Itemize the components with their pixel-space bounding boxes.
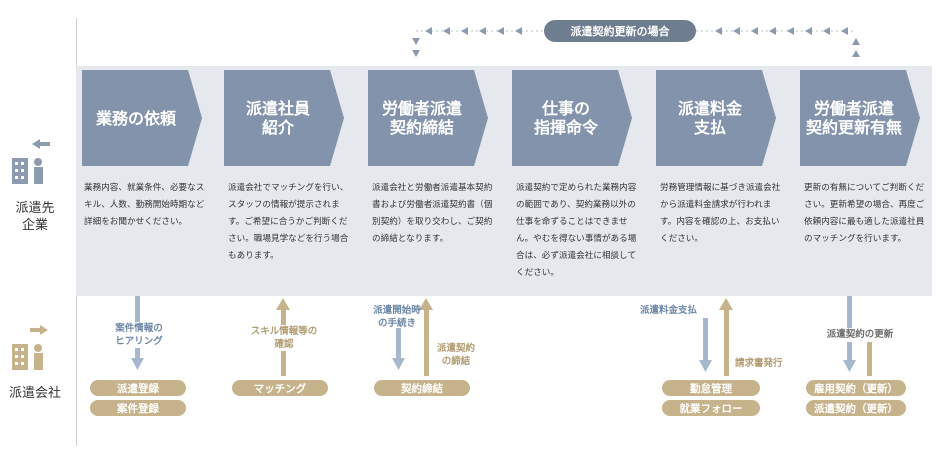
agency-side-label: 派遣会社 <box>8 386 61 401</box>
step-3-title: 労働者派遣 契約締結 <box>381 99 462 137</box>
step-1-title: 業務の依頼 <box>95 108 176 128</box>
skill-check-label: スキル情報等の 確認 <box>236 325 332 351</box>
pill-attendance: 勤怠管理 <box>662 380 760 396</box>
step-3-description: 派遣会社と労働者派遣基本契約書および労働者派遣契約書（個別契約）を取り交わし、ご… <box>372 183 493 244</box>
step-4-description: 派遣契約で定められた業務内容の範囲であり、契約業務以外の仕事を命ずることはできま… <box>516 183 637 278</box>
renewal-arrowheads <box>412 27 860 57</box>
pill-contract-signing: 契約締結 <box>374 380 470 396</box>
pill-employment-follow: 就業フォロー <box>662 400 760 416</box>
step-4-title: 仕事の 指揮命令 <box>533 99 598 137</box>
step-6-arrow: 労働者派遣 契約更新有無 <box>800 70 920 166</box>
step-6-title: 労働者派遣 契約更新有無 <box>805 99 902 137</box>
start-procedure-label: 派遣開始時 の手続き <box>373 305 421 329</box>
pill-dispatch-contract-renewal: 派遣契約（更新） <box>806 400 906 416</box>
client-band <box>76 66 932 296</box>
step-5-description: 労務管理情報に基づき派遣会社から派遣料金請求が行われます。内容を確認の上、お支払… <box>660 183 781 244</box>
step-6-description: 更新の有無についてご判断ください。更新希望の場合、再度ご依頼内容に最も適した派遣… <box>804 183 925 244</box>
step-5-title: 派遣料金 支払 <box>677 99 742 137</box>
renewal-flow-label: 派遣契約の更新 <box>820 328 900 342</box>
hearing-label: 案件情報の ヒアリング <box>106 322 172 348</box>
step-2-arrow: 派遣社員 紹介 <box>224 70 344 166</box>
step-2-description: 派遣会社でマッチングを行い、スタッフの情報が提示されます。ご希望に合うかご判断く… <box>228 183 349 261</box>
step-3-arrow: 労働者派遣 契約締結 <box>368 70 488 166</box>
step-1-description: 業務内容、就業条件、必要なスキル、人数、勤務開始時期など詳細をお聞かせください。 <box>84 183 205 227</box>
pill-employment-contract-renewal: 雇用契約（更新） <box>806 380 906 396</box>
pill-dispatch-registration: 派遣登録 <box>90 380 186 396</box>
agency-building-icon <box>12 325 48 370</box>
invoice-label: 請求書発行 <box>735 358 783 369</box>
step-1-arrow: 業務の依頼 <box>82 70 202 166</box>
renewal-loop <box>412 27 860 57</box>
renewal-label: 派遣契約更新の場合 <box>544 20 696 42</box>
fee-payment-label: 派遣料金支払 <box>640 305 698 316</box>
step-2-title: 派遣社員 紹介 <box>245 99 310 137</box>
client-building-icon <box>12 139 50 184</box>
step-4-arrow: 仕事の 指揮命令 <box>512 70 632 166</box>
step-5-arrow: 派遣料金 支払 <box>656 70 776 166</box>
pill-case-registration: 案件登録 <box>90 400 186 416</box>
contract-sign-label: 派遣契約 の締結 <box>436 343 475 367</box>
client-side-label: 派遣先 企業 <box>15 201 55 233</box>
pill-matching: マッチング <box>232 380 328 396</box>
